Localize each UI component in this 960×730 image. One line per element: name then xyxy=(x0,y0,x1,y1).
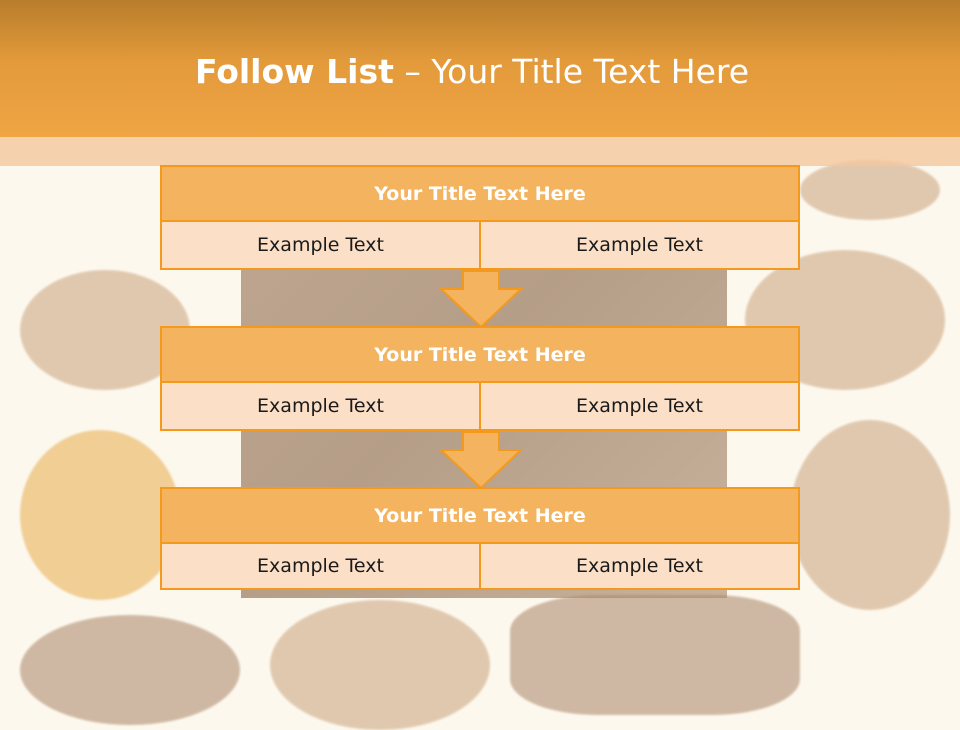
flow-block-title: Your Title Text Here xyxy=(160,326,800,383)
flow-block-cell-right: Example Text xyxy=(481,544,800,590)
coffee-cup xyxy=(20,430,180,600)
flow-block-row: Example Text Example Text xyxy=(160,222,800,270)
flow-block-cell-left: Example Text xyxy=(160,544,481,590)
slide-title-bold: Follow List xyxy=(194,52,394,91)
down-arrow-icon xyxy=(439,270,523,328)
coffee-beans-bottom xyxy=(270,600,490,730)
flow-block-cell-left: Example Text xyxy=(160,383,481,431)
chocolate-pieces-bottom xyxy=(510,595,800,715)
flow-block-cell-right: Example Text xyxy=(481,222,800,270)
slide-header xyxy=(0,0,960,137)
coffee-beans-heart xyxy=(790,420,950,610)
flow-block-3: Your Title Text Here Example Text Exampl… xyxy=(160,487,800,590)
flow-block-2: Your Title Text Here Example Text Exampl… xyxy=(160,326,800,431)
down-arrow-icon xyxy=(439,431,523,489)
flow-block-title: Your Title Text Here xyxy=(160,487,800,544)
flow-block-cell-left: Example Text xyxy=(160,222,481,270)
flow-block-title: Your Title Text Here xyxy=(160,165,800,222)
flow-block-cell-right: Example Text xyxy=(481,383,800,431)
chocolate-pieces-left xyxy=(20,615,240,725)
coffee-beans-top-right xyxy=(800,160,940,220)
flow-block-row: Example Text Example Text xyxy=(160,544,800,590)
slide-title: Follow List – Your Title Text Here xyxy=(0,52,944,91)
slide-title-rest: – Your Title Text Here xyxy=(393,52,750,91)
flow-block-1: Your Title Text Here Example Text Exampl… xyxy=(160,165,800,270)
header-strip xyxy=(0,137,960,166)
flow-block-row: Example Text Example Text xyxy=(160,383,800,431)
